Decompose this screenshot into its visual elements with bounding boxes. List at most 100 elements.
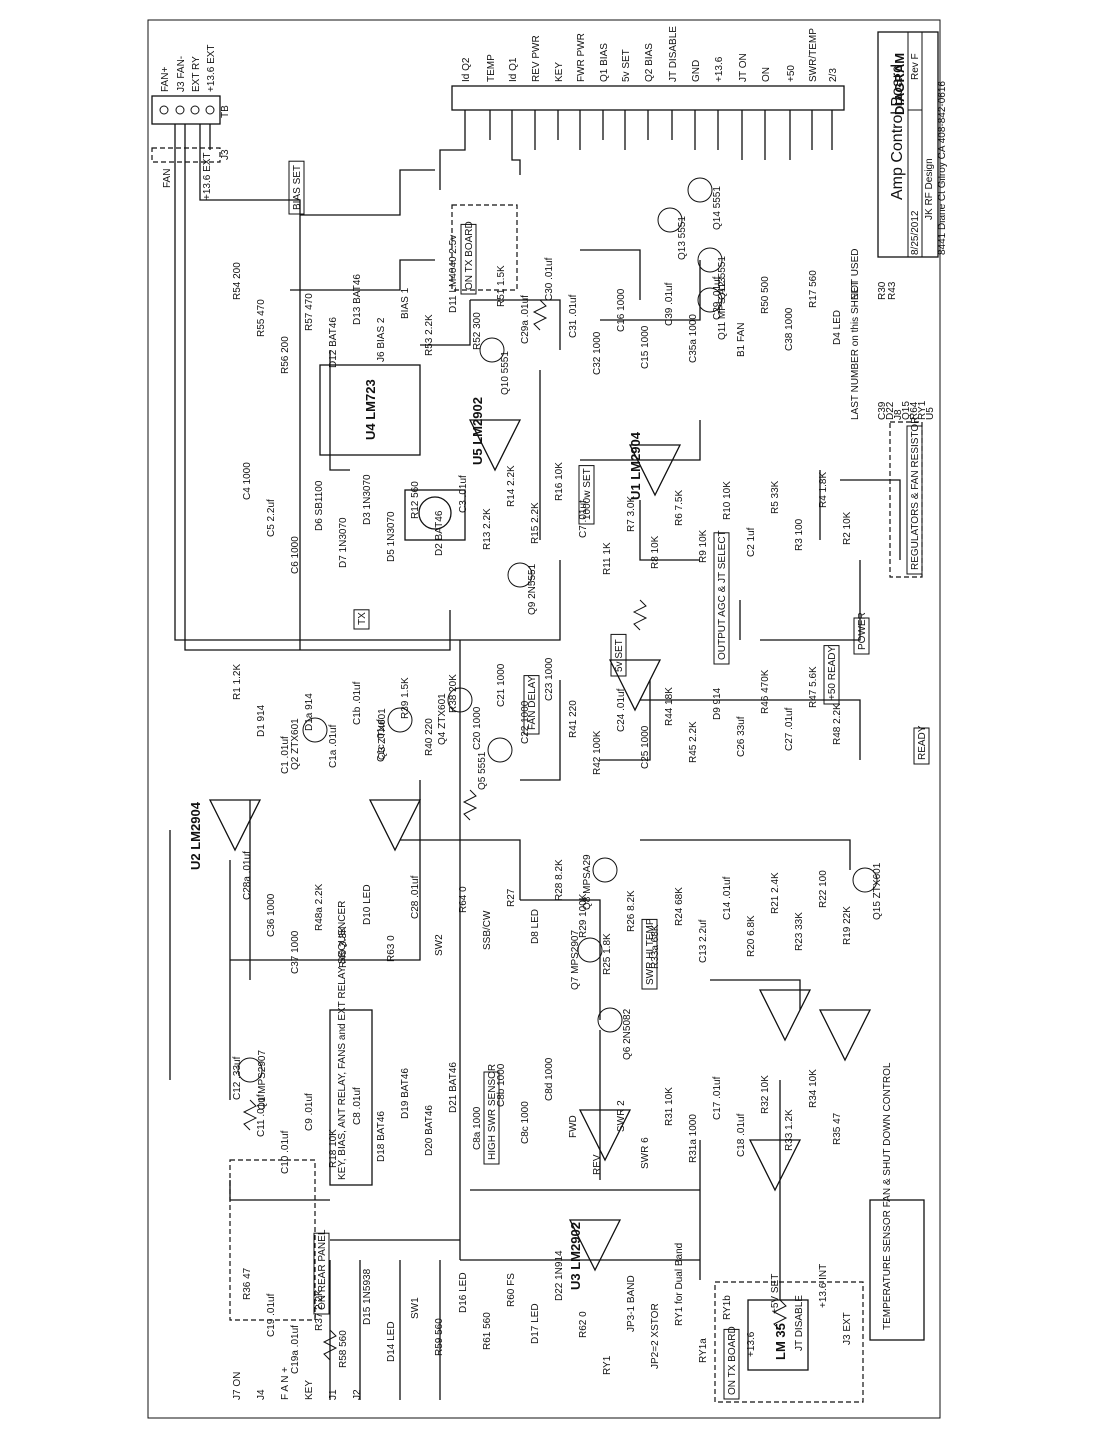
component-label: SWR 6 [640, 1137, 651, 1169]
q13-transistor [657, 207, 683, 233]
component-label: R34 10K [808, 1069, 819, 1108]
transistor-label: Q15 ZTX601 [872, 862, 883, 920]
q7-transistor [577, 937, 603, 963]
component-label: R41 220 [568, 700, 579, 738]
j7-pin-label: 2/3 [828, 68, 839, 82]
component-label: RY1 for Dual Band [674, 1243, 685, 1326]
terminal-screw [159, 105, 169, 115]
j7-pin-label: Q2 BIAS [644, 43, 655, 82]
j7-pin-label: REV PWR [531, 35, 542, 82]
component-label: R54 200 [232, 262, 243, 300]
regulators-region [889, 421, 923, 578]
component-label: SW2 [434, 934, 445, 956]
component-label: D4 LED [832, 310, 843, 345]
component-label: BIAS 1 [400, 287, 411, 319]
label-box [460, 223, 477, 295]
label-box [823, 645, 840, 705]
tb-label: TB [220, 105, 231, 118]
component-label: R19 22K [842, 906, 853, 945]
label-box [353, 609, 370, 630]
ic-label: U2 LM2904 [188, 801, 203, 870]
component-label: R45 2.2K [688, 721, 699, 763]
component-label: C31 .01uf [568, 294, 579, 338]
note-last-number: LAST NUMBER on this SHEET [850, 281, 861, 420]
component-label: REV [592, 1154, 603, 1175]
component-label: R18 10K [328, 1129, 339, 1168]
transistor-label: Q6 2N5082 [622, 1008, 633, 1060]
component-label: R31a 1000 [688, 1114, 699, 1163]
component-label: C20 1000 [472, 706, 483, 750]
component-label: C10 .01uf [280, 1130, 291, 1174]
transistor-label: Q2 ZTX601 [290, 718, 301, 770]
component-label: C1a .01uf [328, 724, 339, 768]
component-label: R56 200 [280, 336, 291, 374]
transistor-label: Q3 ZTX601 [377, 708, 388, 760]
component-label: R49 3.3K [338, 926, 349, 968]
component-label: R42 100K [592, 730, 603, 775]
note-not-used: NOT USED [850, 249, 861, 301]
component-label: C28 .01uf [410, 875, 421, 919]
component-label: +13.6 [746, 1331, 757, 1357]
u2b-opamp [578, 1109, 632, 1162]
component-label: D22 1N914 [554, 1250, 565, 1301]
component-label: R28 8.2K [554, 859, 565, 901]
component-label: D13 BAT46 [352, 274, 363, 325]
component-label: D10 LED [362, 884, 373, 925]
ic-label: U5 LM2902 [470, 397, 485, 465]
tx-board-region-top [451, 204, 518, 291]
ic-label: LM 35 [773, 1323, 788, 1360]
component-label: R63 0 [386, 935, 397, 962]
last-number-item: C39 [877, 401, 888, 420]
component-label: R39 1.5K [400, 677, 411, 719]
transistor-label: Q13 5551 [677, 216, 688, 260]
component-label: C1c .01uf [376, 719, 387, 762]
component-label: R38 20K [448, 674, 459, 713]
component-label: D20 BAT46 [424, 1105, 435, 1156]
u3c-opamp [818, 1009, 872, 1062]
component-label: KEY [304, 1380, 315, 1400]
component-label: D7 1N3070 [338, 517, 349, 568]
component-label: C8a 1000 [472, 1106, 483, 1150]
component-label: R22 100 [818, 870, 829, 908]
q10-transistor [479, 337, 505, 363]
component-label: C21 1000 [496, 663, 507, 707]
q6-transistor [597, 1007, 623, 1033]
component-label: +13.6 INT [818, 1264, 829, 1308]
component-label: SWR 2 [616, 1100, 627, 1132]
company-text: JK RF Design [924, 158, 935, 220]
u5c-opamp [628, 444, 682, 497]
j7-pin-label: +13.6 [714, 56, 725, 82]
label-box [523, 675, 540, 735]
j7-pin-label: ON [761, 67, 772, 82]
component-label: R47 5.6K [808, 666, 819, 708]
boxed-label: +50 READY [827, 645, 838, 700]
component-label: R5 33K [770, 480, 781, 514]
component-label: R3 100 [794, 518, 805, 551]
component-label: D14 LED [386, 1321, 397, 1362]
rev-text: Rev F [910, 53, 921, 80]
component-label: C1b .01uf [352, 681, 363, 725]
label-box [641, 918, 658, 990]
address-text: 8441 Diane Ct Gilroy CA 408-842-0616 [937, 81, 948, 255]
component-label: C17 .01uf [712, 1076, 723, 1120]
component-label: J6 BIAS 2 [376, 317, 387, 362]
component-label: R37 2.2K [314, 1289, 325, 1331]
j7-pin-label: TEMP [486, 54, 497, 82]
ic-label: U4 LM723 [363, 379, 378, 440]
boxed-label: ON REAR PANEL [317, 1229, 328, 1310]
lm35-sensor [747, 1299, 809, 1371]
label-box [483, 1071, 500, 1165]
q9-transistor [507, 562, 533, 588]
component-label: C37 1000 [290, 930, 301, 974]
component-label: C2 1uf [746, 527, 757, 557]
j7-pin-label: +50 [786, 65, 797, 82]
component-label: C19 .01uf [266, 1293, 277, 1337]
component-label: D6 SB1100 [314, 480, 325, 531]
component-label: R10 10K [722, 481, 733, 520]
component-label: C16 1000 [616, 288, 627, 332]
fan-terminal-label: FAN+ [160, 67, 171, 92]
component-label: C6 1000 [290, 536, 301, 574]
components [208, 177, 878, 1371]
component-label: J4 [256, 1389, 267, 1400]
component-label: C7 .01uf [578, 500, 589, 538]
